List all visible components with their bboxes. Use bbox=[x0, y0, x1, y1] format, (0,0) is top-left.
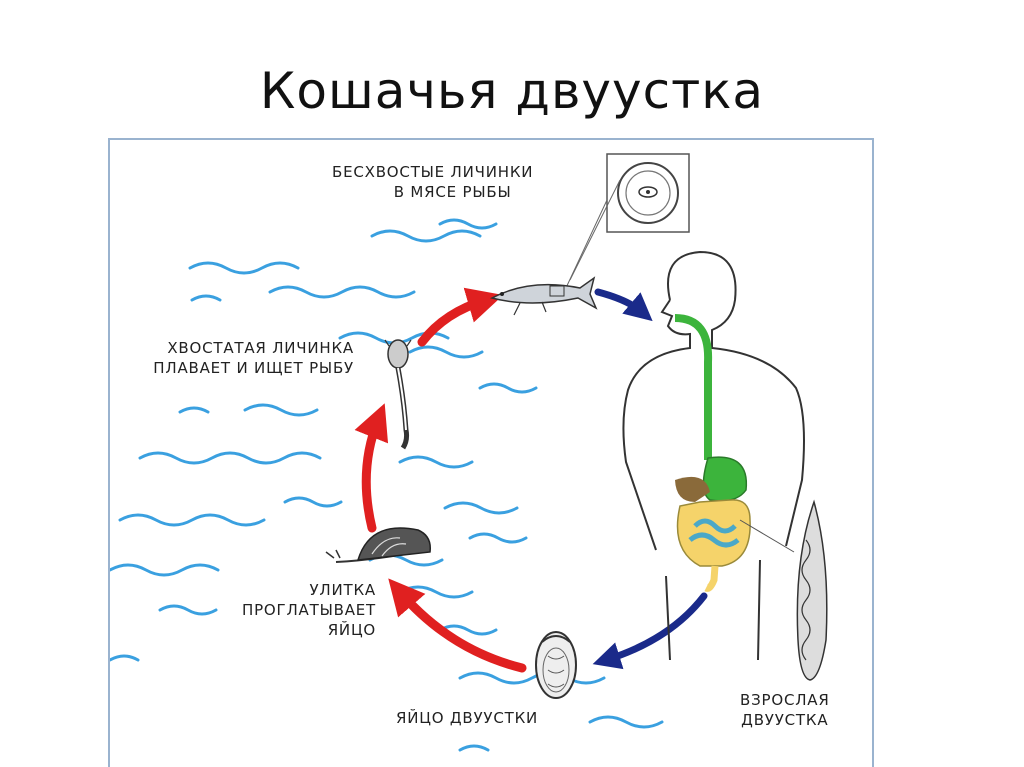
diagram-artwork bbox=[110, 153, 828, 752]
egg-illustration bbox=[535, 631, 577, 699]
adult-fluke-illustration bbox=[739, 499, 828, 681]
label-snail: УЛИТКА ПРОГЛАТЫВАЕТ ЯЙЦО bbox=[241, 581, 376, 639]
arrow-human-to-egg bbox=[592, 592, 708, 670]
digestive-tract bbox=[674, 314, 751, 592]
arrow-snail-to-larva bbox=[354, 403, 389, 533]
life-cycle-diagram: БЕСХВОСТЫЕ ЛИЧИНКИ В МЯСЕ РЫБЫ ХВОСТАТАЯ… bbox=[108, 138, 874, 767]
water-waves bbox=[110, 218, 664, 752]
label-adult-fluke: ВЗРОСЛАЯ ДВУУСТКА bbox=[740, 691, 830, 729]
arrow-larva-to-fish bbox=[417, 287, 504, 347]
snail-illustration bbox=[325, 527, 431, 563]
human-body-illustration bbox=[622, 250, 805, 661]
red-cycle-arrows bbox=[354, 287, 527, 673]
cyst-magnified-box bbox=[564, 153, 690, 291]
fish-illustration bbox=[489, 276, 598, 316]
label-tailed-larva: ХВОСТАТАЯ ЛИЧИНКА ПЛАВАЕТ И ИЩЕТ РЫБУ bbox=[153, 339, 354, 377]
slide-title: Кошачья двуустка bbox=[259, 62, 765, 120]
cercaria-illustration bbox=[384, 339, 412, 450]
arrow-fish-to-human bbox=[594, 288, 653, 322]
arrow-egg-to-snail bbox=[388, 578, 527, 673]
blue-cycle-arrows bbox=[592, 288, 708, 670]
label-egg: ЯЙЦО ДВУУСТКИ bbox=[396, 709, 539, 727]
label-tailless-larvae: БЕСХВОСТЫЕ ЛИЧИНКИ В МЯСЕ РЫБЫ bbox=[332, 163, 534, 201]
